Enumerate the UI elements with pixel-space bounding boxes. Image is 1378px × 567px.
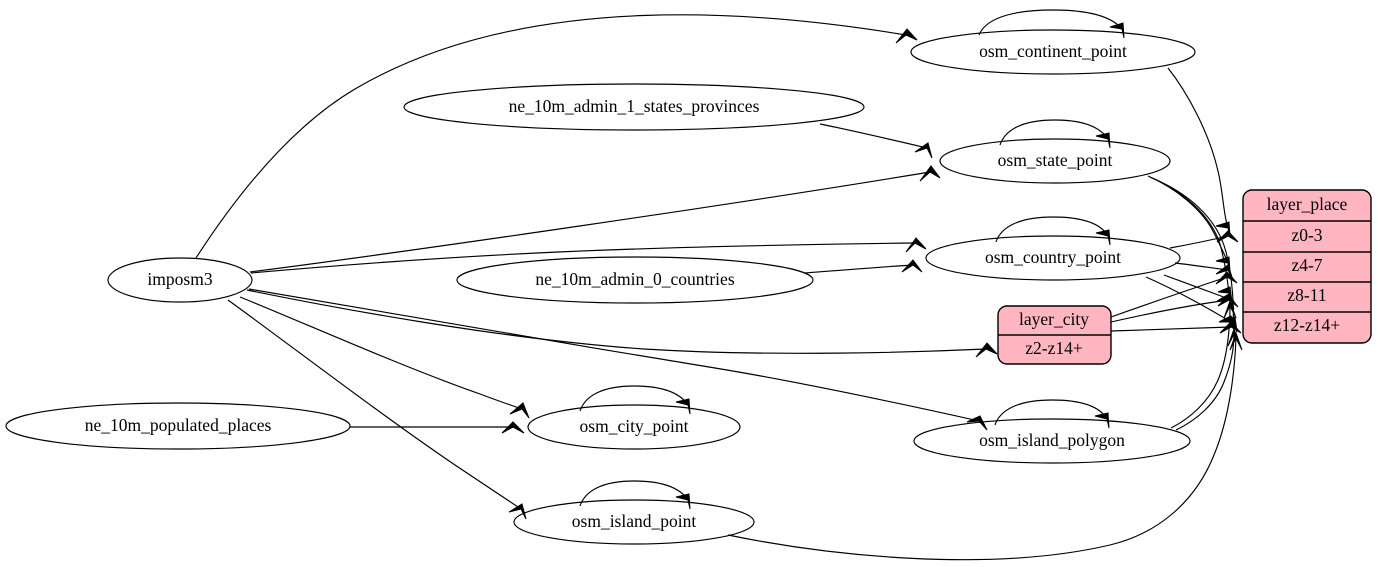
edge-imposm3-to-osm_country_point [250, 237, 927, 274]
edge-layer_city-to-layer_place-z12-z14+ [1110, 321, 1242, 334]
edge-imposm3-to-osm_island_polygon [248, 288, 988, 431]
edge-osm_island_polygon-self-loop [994, 399, 1110, 429]
node-osm_continent_point-label: osm_continent_point [979, 41, 1127, 61]
node-ne_10m_populated_places-shape[interactable] [5, 402, 351, 450]
node-ne_10m_admin_1_states_provinces-shape[interactable] [403, 83, 865, 131]
node-osm_state_point-shape[interactable] [939, 138, 1171, 184]
node-ne_10m_admin_1_states_provinces[interactable]: ne_10m_admin_1_states_provinces [403, 83, 865, 131]
node-osm_island_polygon-label: osm_island_polygon [979, 430, 1125, 450]
node-layer_city-row-z2-z14plus[interactable]: z2-z14+ [1025, 338, 1083, 358]
node-ne_10m_admin_0_countries-label: ne_10m_admin_0_countries [535, 269, 734, 289]
edge-osm_country_point-to-layer_place-z0-3 [1169, 230, 1239, 249]
node-ne_10m_populated_places-label: ne_10m_populated_places [85, 415, 272, 435]
node-ne_10m_admin_0_countries-shape[interactable] [456, 256, 814, 304]
edge-osm_island_polygon-to-layer_place-z12-z14+ [1175, 327, 1241, 431]
node-imposm3-shape[interactable] [107, 257, 253, 303]
node-osm_city_point-label: osm_city_point [580, 416, 689, 436]
edge-imposm3-to-osm_continent_point [195, 14, 918, 259]
edge-osm_island_point-to-layer_place-z12-z14+ [727, 331, 1243, 561]
edge-ne_10m_populated_places-to-osm_city_point [350, 421, 525, 434]
node-ne_10m_admin_0_countries[interactable]: ne_10m_admin_0_countries [456, 256, 814, 304]
edge-imposm3-to-layer_city [246, 289, 998, 358]
edge-ne_10m_admin_0_countries-to-osm_country_point [804, 259, 923, 274]
node-layer_place[interactable]: layer_place z0-3 z4-7 z8-11 z12-z14+ [1242, 189, 1372, 344]
node-layer_city-row-header[interactable]: layer_city [1019, 309, 1089, 329]
edge-osm_state_point-to-layer_place-z4-7 [1147, 175, 1231, 273]
edge-imposm3-to-osm_city_point [239, 296, 530, 419]
node-imposm3[interactable]: imposm3 [107, 257, 253, 303]
edge-osm_continent_point-self-loop [978, 9, 1125, 39]
node-osm_island_polygon-shape[interactable] [913, 418, 1191, 464]
edge-osm_city_point-self-loop [579, 385, 691, 415]
node-layer_place-row-z12-z14plus[interactable]: z12-z14+ [1274, 315, 1340, 335]
node-layer_place-row-z8-11[interactable]: z8-11 [1287, 285, 1326, 305]
node-layer_place-row-header[interactable]: layer_place [1267, 194, 1348, 214]
node-imposm3-label: imposm3 [147, 269, 212, 289]
node-osm_island_polygon[interactable]: osm_island_polygon [913, 418, 1191, 464]
edge-osm_state_point-self-loop [999, 119, 1111, 149]
edge-imposm3-to-osm_state_point [249, 165, 941, 273]
node-osm_city_point[interactable]: osm_city_point [527, 404, 741, 450]
edge-osm_country_point-self-loop [995, 216, 1111, 246]
node-osm_island_point-label: osm_island_point [572, 511, 697, 531]
node-osm_continent_point-shape[interactable] [910, 29, 1196, 75]
node-osm_island_point[interactable]: osm_island_point [513, 499, 755, 545]
edge-layer_city-to-layer_place-z8-11 [1110, 294, 1239, 323]
node-osm_country_point-label: osm_country_point [985, 247, 1121, 267]
node-osm_country_point-shape[interactable] [925, 235, 1181, 281]
node-osm_island_point-shape[interactable] [513, 499, 755, 545]
edge-osm_island_point-self-loop [579, 480, 691, 510]
edge-layer_city-to-layer_place-z4-7 [1110, 271, 1238, 318]
node-layer_place-shape[interactable] [1242, 189, 1372, 344]
edge-osm_island_polygon-to-layer_place-z8-11 [1170, 299, 1237, 429]
node-osm_city_point-shape[interactable] [527, 404, 741, 450]
node-osm_state_point[interactable]: osm_state_point [939, 138, 1171, 184]
node-layer_place-row-z0-3[interactable]: z0-3 [1291, 225, 1322, 245]
node-ne_10m_populated_places[interactable]: ne_10m_populated_places [5, 402, 351, 450]
node-osm_continent_point[interactable]: osm_continent_point [910, 29, 1196, 75]
edge-ne_10m_admin_1_states_provinces-to-osm_state_point [819, 123, 933, 159]
edge-imposm3-to-osm_island_point [227, 299, 527, 520]
node-layer_city[interactable]: layer_city z2-z14+ [997, 305, 1112, 365]
node-osm_country_point[interactable]: osm_country_point [925, 235, 1181, 281]
node-osm_state_point-label: osm_state_point [998, 150, 1113, 170]
node-ne_10m_admin_1_states_provinces-label: ne_10m_admin_1_states_provinces [509, 96, 760, 116]
node-layer_place-row-z4-7[interactable]: z4-7 [1291, 255, 1322, 275]
